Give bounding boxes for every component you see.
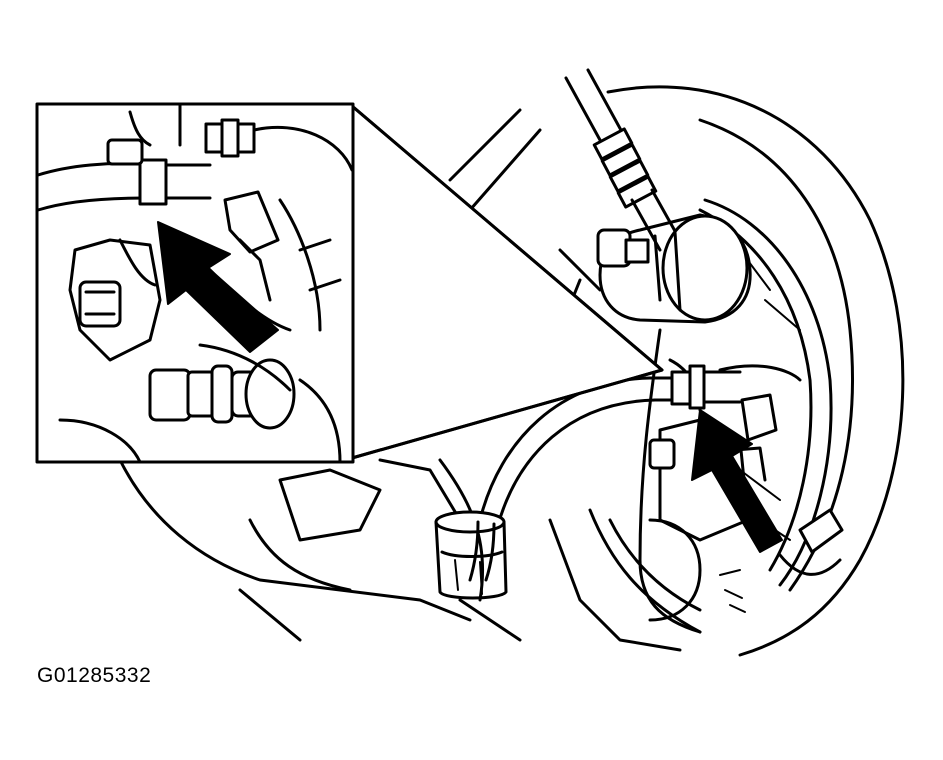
fluid-container [434,510,508,600]
inset-brake-line [36,110,212,212]
inset-bleeder-screw [148,343,296,430]
brake-caliper [448,108,844,634]
caliper-guide-bolt [596,228,650,268]
inset-caliper-bolt [78,280,122,328]
arrow-icon [157,221,279,353]
brake-line-fitting [592,127,658,209]
figure-id-label: G01285332 [37,664,152,687]
inset-brake-caliper [58,102,354,464]
suspension-outline [118,458,682,652]
arrow-icon [691,409,783,553]
bleeder-screw [670,364,802,410]
detail-inset [35,102,355,464]
bleeder-hose [478,364,802,527]
wheel-hub-bolt [778,508,844,576]
